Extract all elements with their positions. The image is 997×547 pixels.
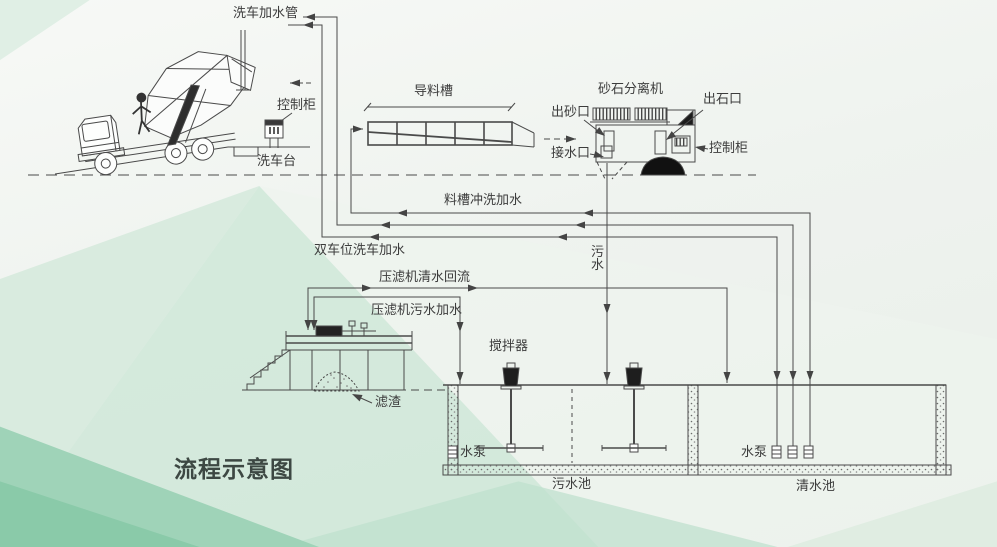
water-inlet-port [600, 145, 613, 159]
pipe-dual-wash [288, 24, 778, 446]
control-cabinet-left [264, 112, 293, 148]
pipe-sewage-feed [313, 296, 461, 384]
label-wash-platform: 洗车台 [257, 154, 297, 169]
sand-outlet-port [603, 130, 615, 152]
guide-chute [363, 102, 577, 148]
press-legs [289, 350, 405, 390]
pools [442, 362, 952, 476]
spray-arrow [289, 79, 312, 87]
label-sewage: 污水 [591, 245, 605, 273]
pool-wall-middle [687, 384, 699, 476]
worker-figure [132, 92, 152, 135]
residue-pile [313, 371, 373, 404]
label-dual-wash: 双车位洗车加水 [314, 243, 406, 258]
label-sewage-pump: 水泵 [460, 445, 487, 460]
label-sewage-pool: 污水池 [552, 477, 592, 492]
pool-wall-right [935, 384, 947, 476]
pipe-network [288, 13, 814, 446]
mixer-truck [77, 51, 256, 176]
control-cabinet-right [671, 135, 691, 154]
pool-floor [442, 464, 952, 476]
agitator-2 [601, 362, 667, 453]
label-clean-pool: 清水池 [796, 479, 836, 494]
clean-pumps [771, 445, 814, 459]
pipe-clean-return [307, 287, 728, 383]
agitator-1 [478, 362, 544, 453]
sewage-pump [447, 445, 458, 459]
label-control-cabinet-left: 控制柜 [277, 98, 317, 113]
pool-wall-left [447, 384, 459, 476]
label-stone-outlet: 出石口 [703, 92, 743, 107]
stairs [246, 349, 291, 390]
stone-outlet-port [654, 130, 667, 155]
label-chute-flush: 料槽冲洗加水 [444, 193, 523, 208]
mixer-drum [144, 51, 256, 146]
label-clean-return: 压滤机清水回流 [379, 270, 471, 285]
sand-stone-separator [583, 107, 709, 180]
label-wash-pipe: 洗车加水管 [233, 6, 299, 21]
label-sand-outlet: 出砂口 [551, 105, 591, 120]
wash-water-downpipe [236, 30, 250, 91]
label-guide-chute: 导料槽 [414, 84, 454, 99]
label-agitator: 搅拌器 [489, 339, 529, 354]
pipe-wash-water [303, 16, 794, 446]
page-title: 流程示意图 [174, 457, 294, 483]
label-control-cabinet-right: 控制柜 [709, 141, 749, 156]
label-water-inlet: 接水口 [551, 146, 591, 161]
label-residue: 滤渣 [375, 395, 402, 410]
label-separator: 砂石分离机 [598, 82, 664, 97]
filter-press [242, 320, 448, 404]
label-clean-pump: 水泵 [741, 445, 768, 460]
stone-pile [640, 156, 686, 176]
label-sewage-feed: 压滤机污水加水 [371, 303, 463, 318]
